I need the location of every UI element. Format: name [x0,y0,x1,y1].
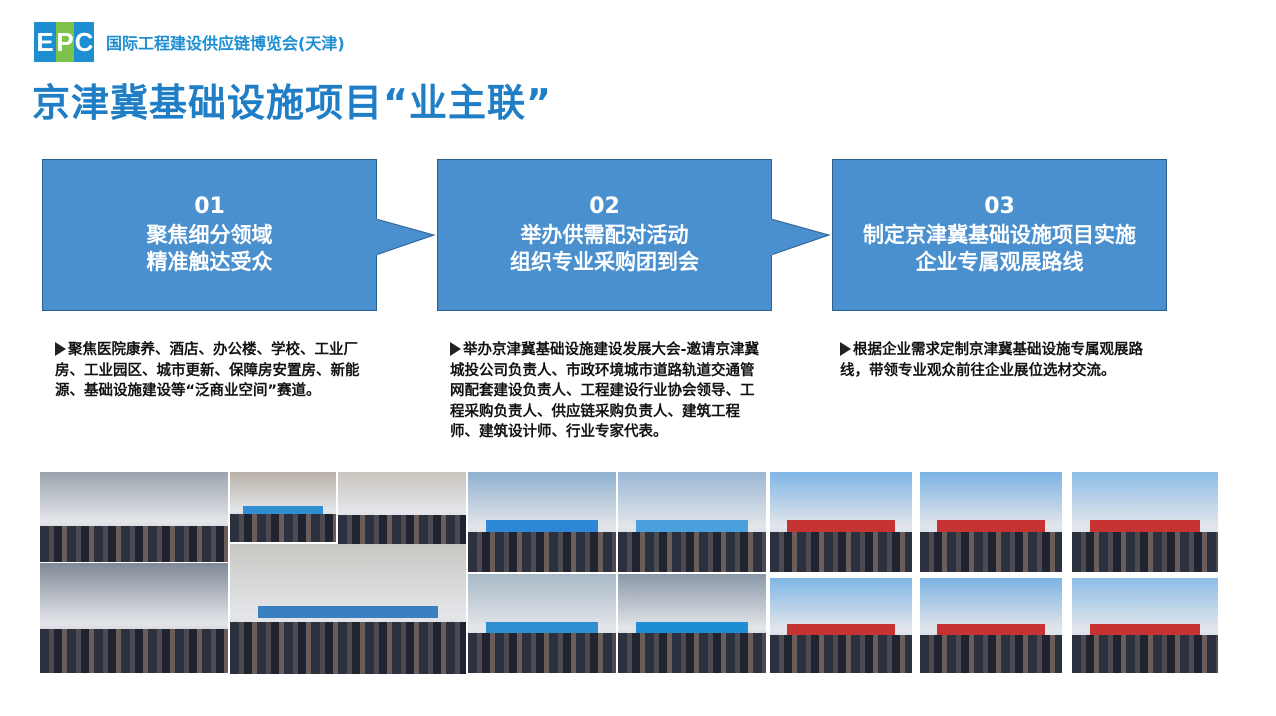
event-photo [920,578,1062,673]
crowd-decoration [618,633,766,673]
event-photo [230,472,336,542]
crowd-decoration [618,532,766,572]
crowd-decoration [920,532,1062,572]
step-number: 03 [984,194,1015,220]
description-text: 举办京津冀基础设施建设发展大会-邀请京津冀城投公司负责人、市政环境城市道路轨道交… [450,342,760,441]
bullet-triangle-icon [450,342,461,356]
crowd-decoration [468,633,616,673]
page-title: 京津冀基础设施项目“业主联” [32,81,552,125]
crowd-decoration [338,515,466,544]
logo-letter-e: E [34,22,56,62]
crowd-decoration [770,532,912,572]
crowd-decoration [230,622,466,674]
step-line-1: 举办供需配对活动 [520,223,689,247]
event-photo [338,472,466,544]
crowd-decoration [920,635,1062,673]
event-photo [40,563,228,673]
brand-name: 国际工程建设供应链博览会(天津) [106,34,345,53]
banner-decoration [635,621,749,634]
crowd-decoration [230,514,336,542]
step-line-1: 聚焦细分领域 [146,223,273,247]
banner-decoration [635,520,749,532]
banner-decoration [937,520,1045,532]
banner-decoration [787,520,895,532]
banner-decoration [485,621,599,634]
step-box-03: 03 制定京津冀基础设施项目实施 企业专属观展路线 [832,159,1167,311]
event-photo [468,472,616,572]
description-text: 根据企业需求定制京津冀基础设施专属观展路线，带领专业观众前往企业展位选材交流。 [840,342,1143,379]
banner-decoration [1089,520,1201,532]
crowd-decoration [40,526,228,562]
bullet-triangle-icon [55,342,66,356]
event-photo [618,472,766,572]
event-photo [230,544,466,674]
event-photo [468,574,616,673]
event-photo [1072,472,1218,572]
crowd-decoration [770,635,912,673]
step-number: 02 [589,194,620,220]
arrow-right-icon [771,218,831,256]
banner-decoration [1089,623,1201,636]
step-description-02: 举办京津冀基础设施建设发展大会-邀请京津冀城投公司负责人、市政环境城市道路轨道交… [450,340,760,443]
epc-logo: E P C [34,22,94,62]
arrow-right-icon [376,218,436,256]
step-line-1: 制定京津冀基础设施项目实施 [863,223,1136,247]
step-number: 01 [194,194,225,220]
description-text: 聚焦医院康养、酒店、办公楼、学校、工业厂房、工业园区、城市更新、保障房安置房、新… [55,342,360,400]
event-photo [770,578,912,673]
crowd-decoration [40,629,228,673]
step-line-2: 组织专业采购团到会 [510,250,699,275]
event-photo [770,472,912,572]
event-photo [1072,578,1218,673]
step-line-2: 企业专属观展路线 [915,250,1084,275]
step-description-03: 根据企业需求定制京津冀基础设施专属观展路线，带领专业观众前往企业展位选材交流。 [840,340,1150,381]
event-photo [920,472,1062,572]
banner-decoration [485,520,599,532]
event-photo [618,574,766,673]
step-box-01: 01 聚焦细分领域 精准触达受众 [42,159,377,311]
step-description-01: 聚焦医院康养、酒店、办公楼、学校、工业厂房、工业园区、城市更新、保障房安置房、新… [55,340,365,402]
banner-decoration [258,606,438,619]
crowd-decoration [1072,532,1218,572]
crowd-decoration [468,532,616,572]
bullet-triangle-icon [840,342,851,356]
banner-decoration [787,623,895,636]
event-photo [40,472,228,562]
logo-letter-c: C [74,22,94,62]
logo-letter-p: P [56,22,74,62]
step-box-02: 02 举办供需配对活动 组织专业采购团到会 [437,159,772,311]
crowd-decoration [1072,635,1218,673]
step-line-2: 精准触达受众 [146,250,273,275]
banner-decoration [937,623,1045,636]
